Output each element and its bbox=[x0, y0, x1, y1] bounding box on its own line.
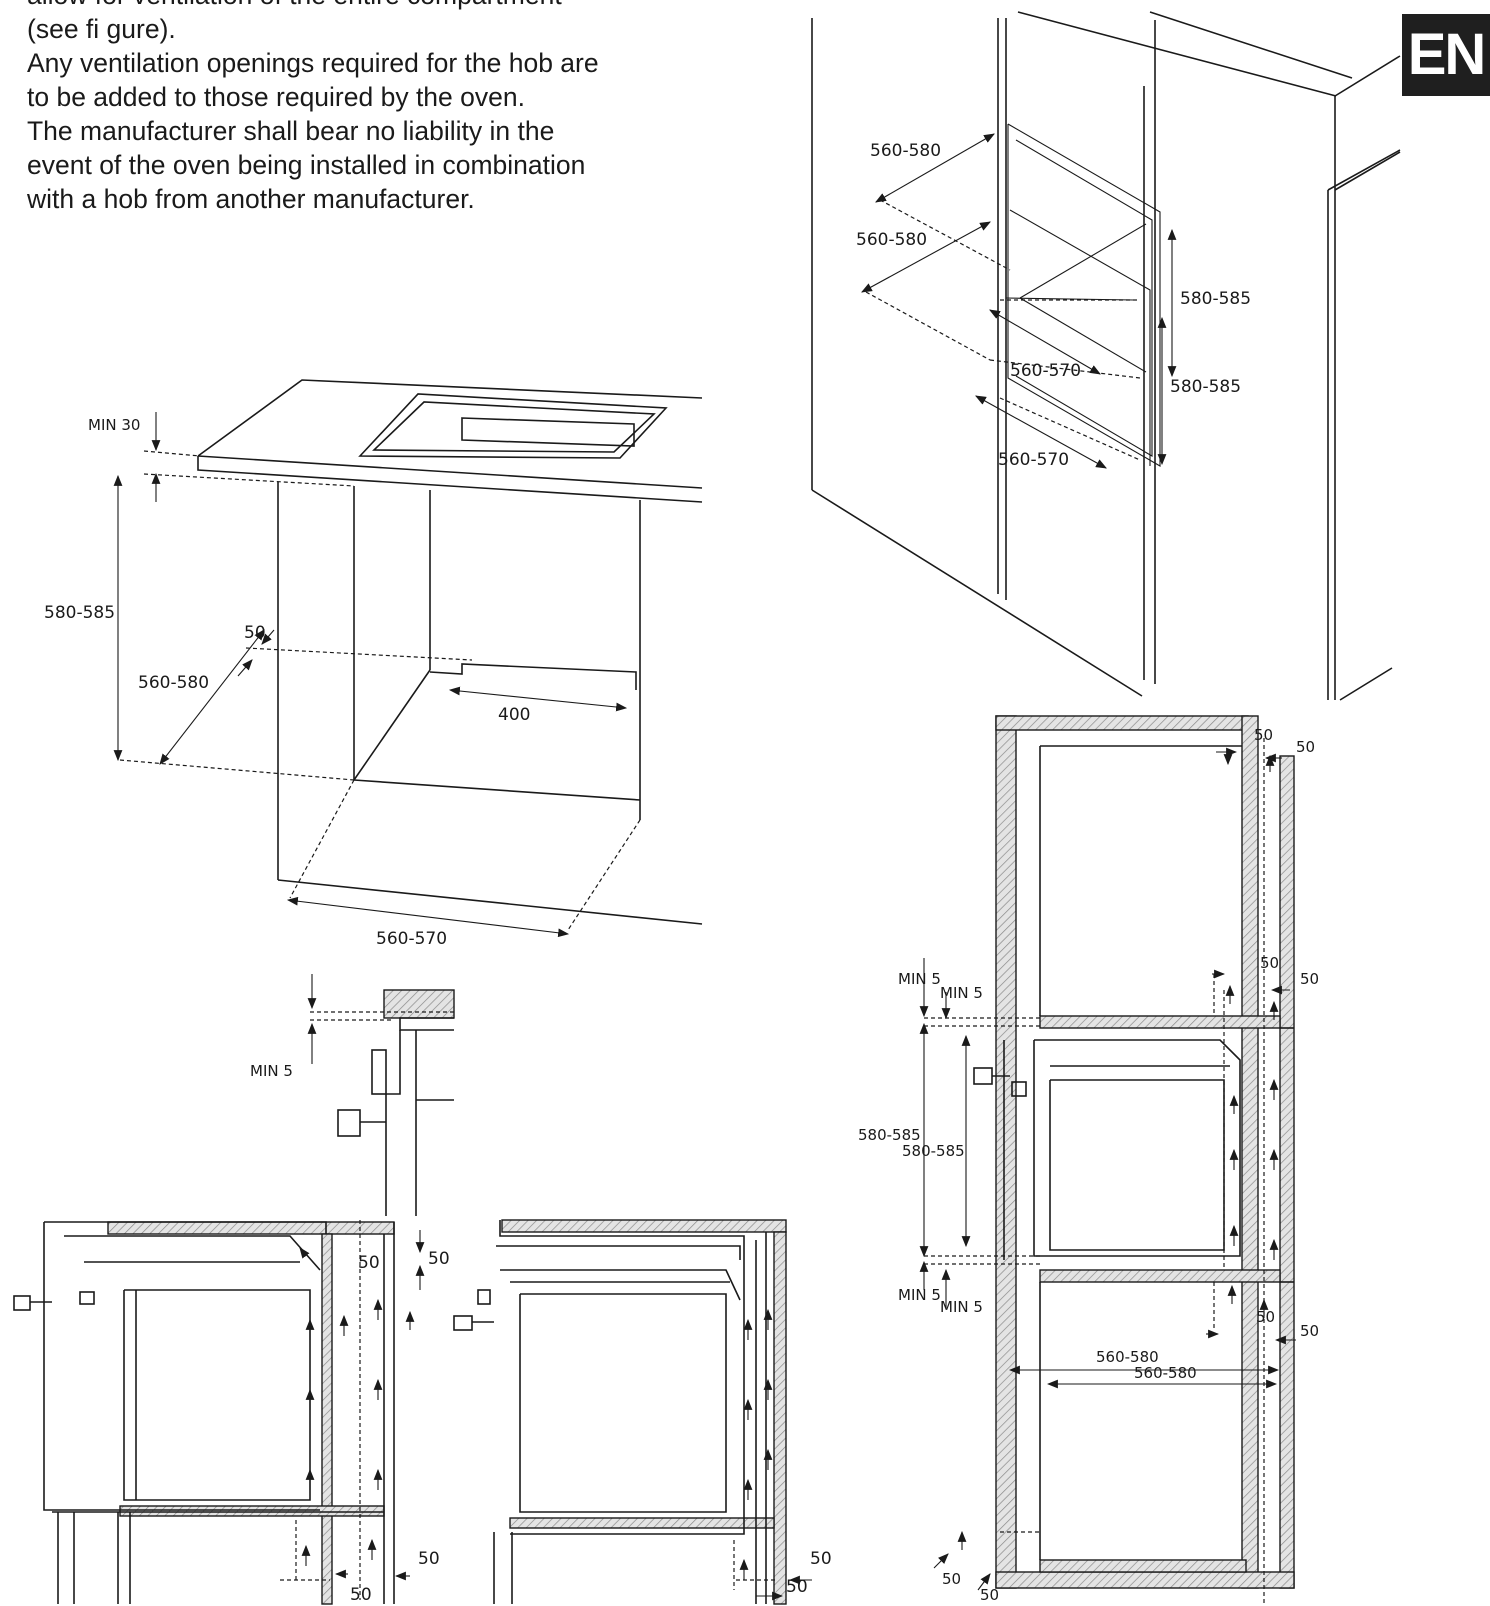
dim-label: 560-580 bbox=[138, 673, 209, 693]
dim-label: 560-580 bbox=[856, 230, 927, 250]
dim-label: 50 bbox=[980, 1586, 999, 1604]
dim-label: 400 bbox=[498, 705, 530, 725]
dim-label: 580-585 bbox=[1170, 377, 1241, 397]
dim-label: 50 bbox=[942, 1570, 961, 1588]
dim-label: MIN 5 bbox=[940, 984, 983, 1002]
intro-line: allow for ventilation of the entire comp… bbox=[27, 0, 657, 12]
dim-label: 50 bbox=[1254, 726, 1273, 744]
dim-label: 560-580 bbox=[1134, 1364, 1197, 1382]
side-section-left-figure: 50 50 50 50 bbox=[13, 1220, 450, 1605]
intro-line: (see fi gure). bbox=[27, 14, 176, 44]
dim-label: 560-570 bbox=[1010, 361, 1081, 381]
dim-label: 50 bbox=[1300, 1322, 1319, 1340]
dim-label: MIN 5 bbox=[898, 970, 941, 988]
dim-label: 580-585 bbox=[1180, 289, 1251, 309]
dim-label: 560-570 bbox=[998, 450, 1069, 470]
dim-label: 560-580 bbox=[1096, 1348, 1159, 1366]
dim-label: 580-585 bbox=[902, 1142, 965, 1160]
side-section-right-figure: 50 50 bbox=[453, 1219, 832, 1605]
dim-label: 50 bbox=[428, 1249, 450, 1269]
dim-label: 560-580 bbox=[870, 141, 941, 161]
tall-column-figure: 50 50 50 50 MIN 5 MIN 5 580-585 580-585 … bbox=[858, 715, 1319, 1604]
intro-line: The manufacturer shall bear no liability… bbox=[27, 116, 555, 146]
dim-label: MIN 5 bbox=[898, 1286, 941, 1304]
dim-label: 50 bbox=[1300, 970, 1319, 988]
dim-label: 50 bbox=[358, 1253, 380, 1273]
dim-label: 580-585 bbox=[858, 1126, 921, 1144]
dim-label: 50 bbox=[244, 623, 266, 643]
dim-label: 50 bbox=[1256, 1308, 1275, 1326]
dim-label: 50 bbox=[1260, 954, 1279, 972]
language-badge: EN bbox=[1402, 14, 1490, 96]
dim-label: MIN 5 bbox=[250, 1062, 293, 1080]
dim-label: 560-570 bbox=[376, 929, 447, 949]
dim-label: MIN 30 bbox=[88, 416, 140, 434]
section-detail-figure: MIN 5 bbox=[250, 974, 455, 1216]
dim-label: 50 bbox=[786, 1577, 808, 1597]
intro-line: event of the oven being installed in com… bbox=[27, 150, 586, 180]
intro-text: allow for ventilation of the entire comp… bbox=[27, 0, 657, 216]
column-cabinet-figure: 560-580 560-580 580-585 580-585 560-570 … bbox=[811, 11, 1401, 701]
dim-label: 580-585 bbox=[44, 603, 115, 623]
dim-label: 50 bbox=[418, 1549, 440, 1569]
dim-label: 50 bbox=[1296, 738, 1315, 756]
dim-label: 50 bbox=[350, 1585, 372, 1605]
dim-label: 50 bbox=[810, 1549, 832, 1569]
undercounter-figure: MIN 30 580-585 50 560-580 400 560-570 bbox=[44, 379, 703, 949]
intro-line: with a hob from another manufacturer. bbox=[27, 184, 475, 214]
intro-line: to be added to those required by the ove… bbox=[27, 82, 525, 112]
dim-label: MIN 5 bbox=[940, 1298, 983, 1316]
intro-line: Any ventilation openings required for th… bbox=[27, 48, 599, 78]
